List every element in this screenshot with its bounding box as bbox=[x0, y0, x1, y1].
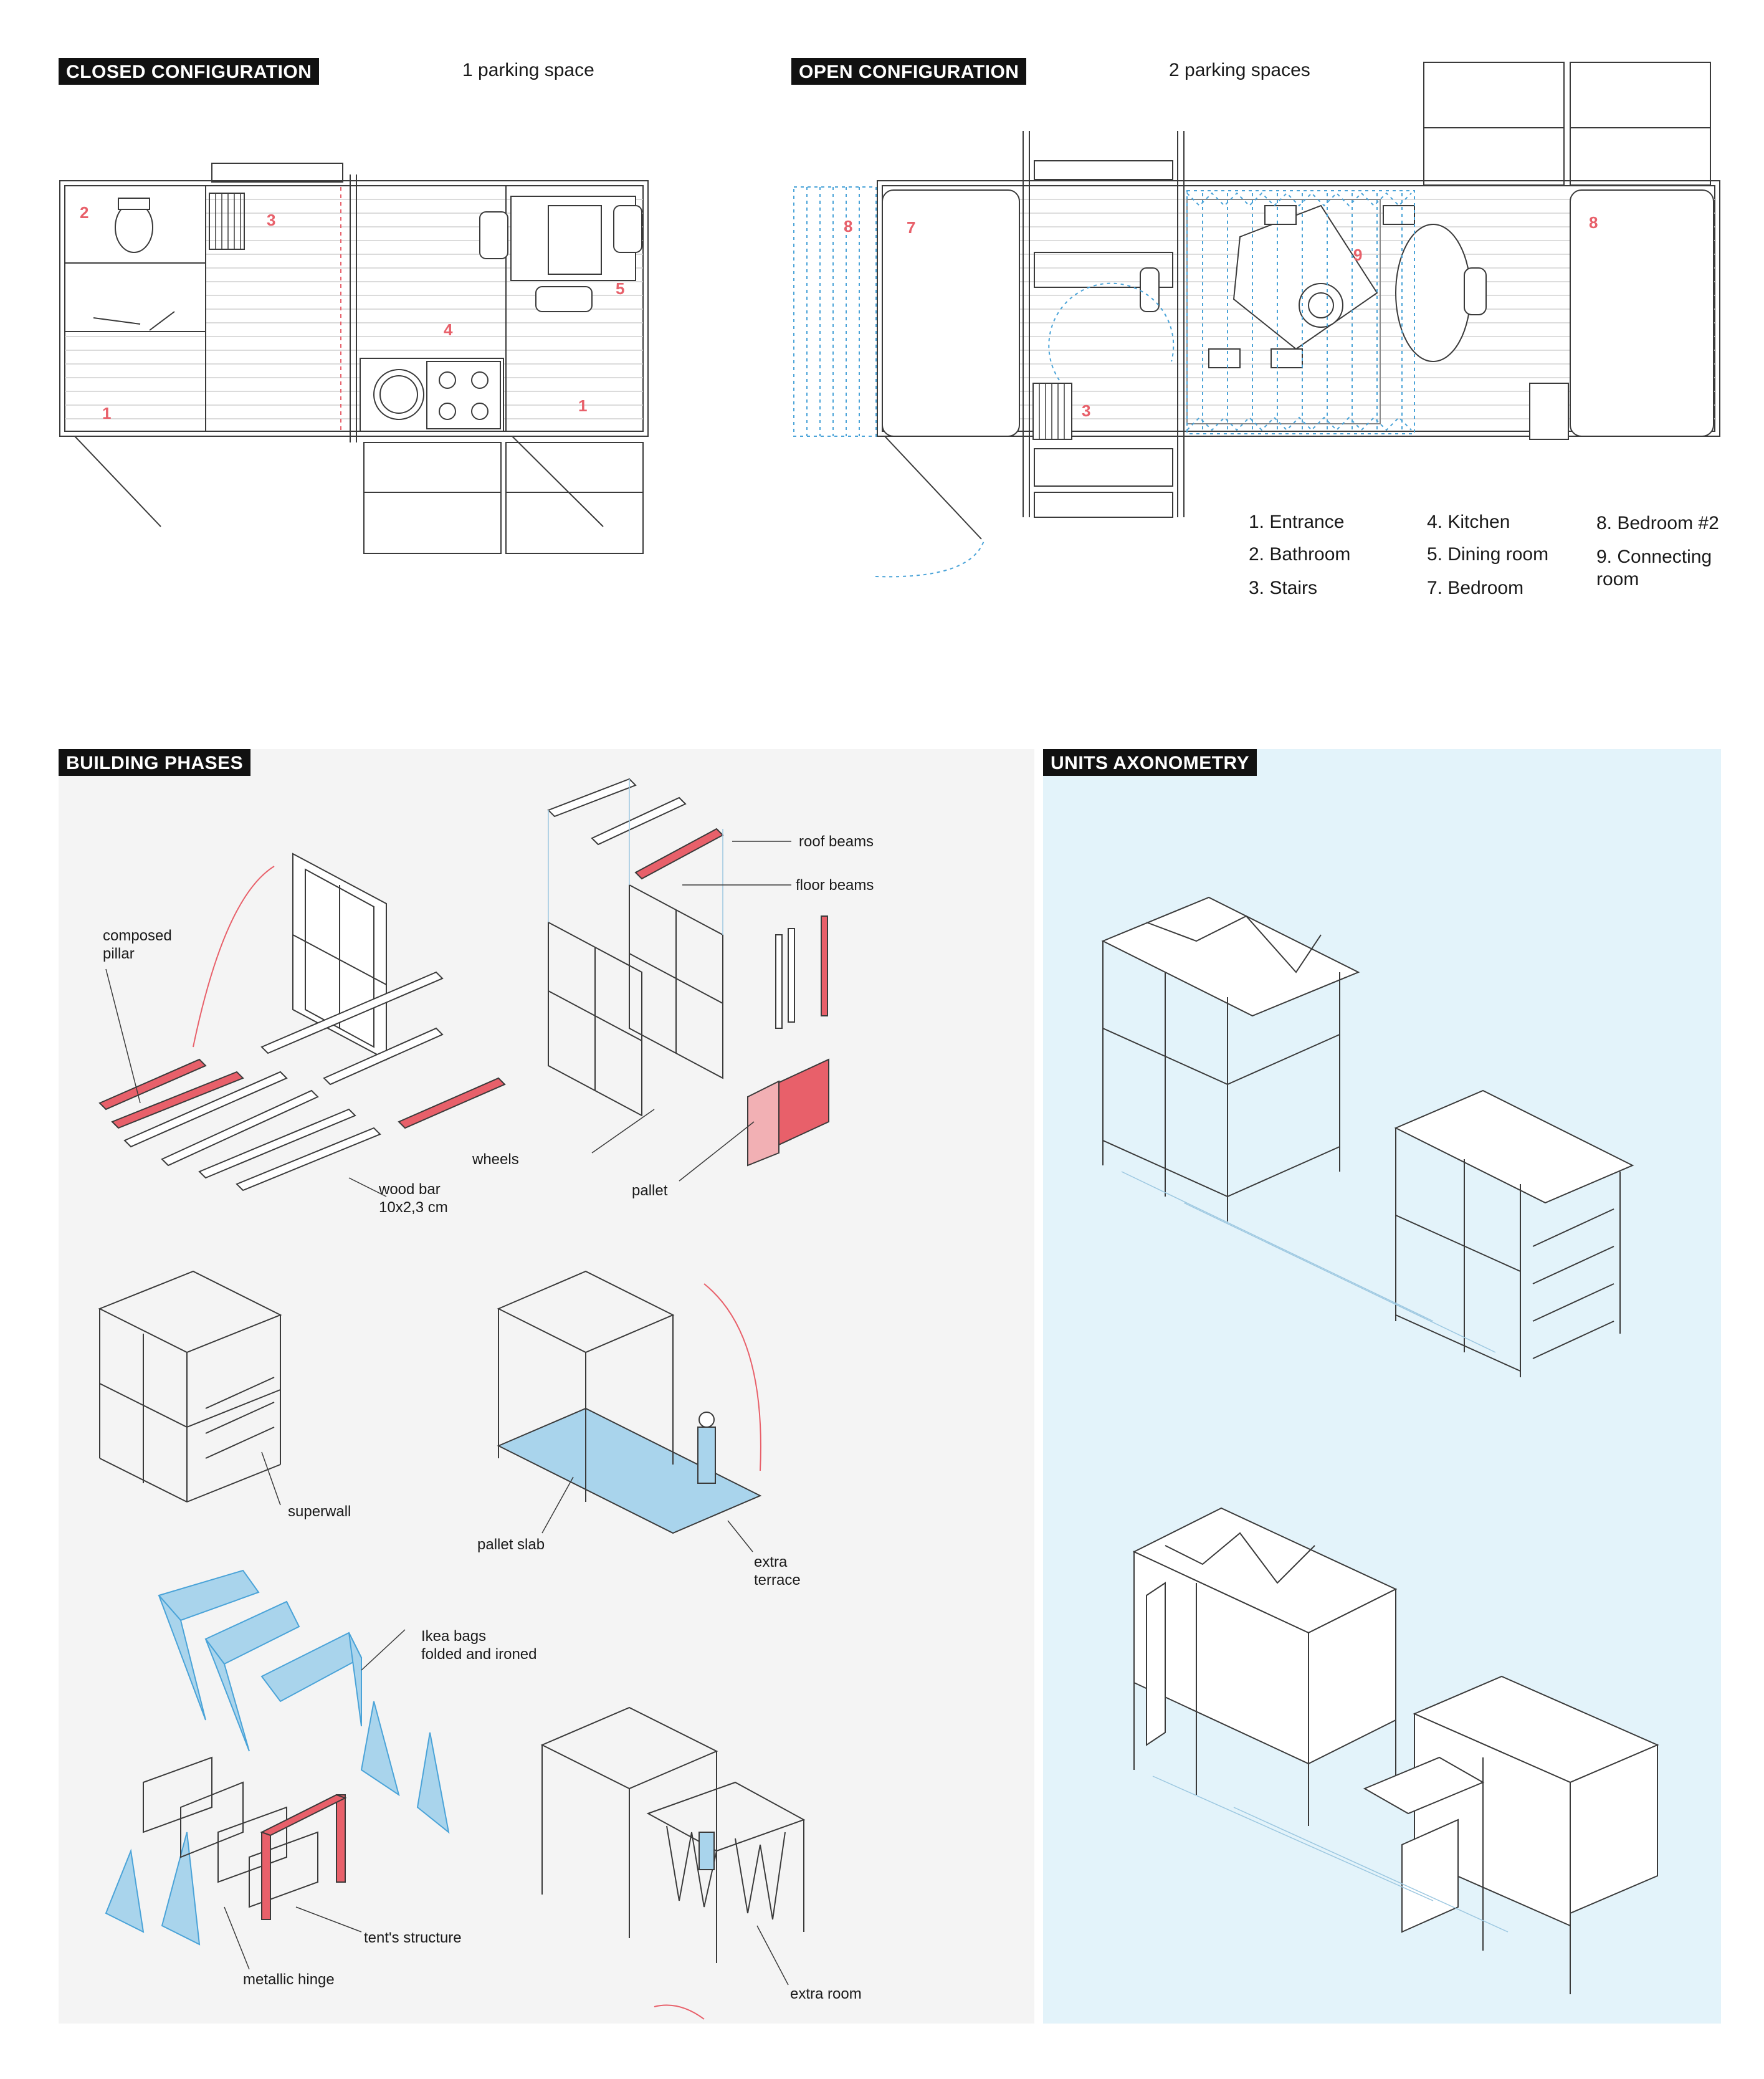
units-axonometry-title: UNITS AXONOMETRY bbox=[1043, 749, 1257, 776]
open-configuration-title: OPEN CONFIGURATION bbox=[791, 58, 1027, 85]
legend-item: 5. Dining room bbox=[1427, 544, 1549, 565]
closed-room-number: 5 bbox=[616, 279, 625, 298]
closed-configuration-title: CLOSED CONFIGURATION bbox=[59, 58, 320, 85]
legend-item: 1. Entrance bbox=[1249, 512, 1345, 532]
open-room-number: 8 bbox=[844, 217, 853, 236]
closed-room-number: 4 bbox=[444, 320, 453, 339]
label-pallet: pallet bbox=[632, 1182, 668, 1199]
label-text: Ikea bags folded and ironed bbox=[421, 1628, 537, 1663]
label-pallet-slab: pallet slab bbox=[477, 1536, 545, 1553]
label-metallic-hinge: metallic hinge bbox=[243, 1971, 335, 1988]
open-configuration-subtitle: 2 parking spaces bbox=[1169, 60, 1310, 80]
label-extra-terrace: extra terrace bbox=[754, 1554, 801, 1590]
legend-item: 7. Bedroom bbox=[1427, 578, 1524, 598]
building-phases-panel bbox=[59, 749, 1034, 2024]
label-text: composed pillar bbox=[103, 927, 172, 962]
closed-room-number: 3 bbox=[267, 211, 276, 229]
label-wheels: wheels bbox=[472, 1151, 519, 1168]
closed-room-number: 1 bbox=[102, 404, 112, 423]
label-tents-structure: tent's structure bbox=[364, 1929, 462, 1946]
legend-item: 9. Connecting room bbox=[1596, 547, 1712, 590]
label-roof-beams: roof beams bbox=[799, 833, 874, 850]
open-room-number: 3 bbox=[1082, 401, 1091, 420]
label-floor-beams: floor beams bbox=[796, 877, 874, 894]
closed-room-number: 2 bbox=[80, 203, 89, 222]
legend-item: 4. Kitchen bbox=[1427, 512, 1510, 532]
open-room-number: 7 bbox=[907, 218, 916, 237]
open-room-number: 8 bbox=[1589, 213, 1598, 232]
legend-item: 3. Stairs bbox=[1249, 578, 1318, 598]
building-phases-title: BUILDING PHASES bbox=[59, 749, 251, 776]
label-composed-pillar: composed pillar bbox=[103, 927, 172, 963]
legend-item: 8. Bedroom #2 bbox=[1596, 513, 1719, 533]
closed-room-number: 1 bbox=[578, 396, 588, 415]
open-room-number: 9 bbox=[1353, 246, 1363, 264]
legend-item: 2. Bathroom bbox=[1249, 544, 1351, 565]
label-text: wood bar 10x2,3 cm bbox=[379, 1181, 448, 1216]
label-superwall: superwall bbox=[288, 1503, 351, 1520]
label-wood-bar: wood bar 10x2,3 cm bbox=[379, 1181, 448, 1217]
closed-configuration-subtitle: 1 parking space bbox=[462, 60, 594, 80]
label-ikea-bags: Ikea bags folded and ironed bbox=[421, 1628, 536, 1664]
label-extra-room: extra room bbox=[790, 1986, 862, 2002]
label-text: extra terrace bbox=[754, 1554, 801, 1589]
